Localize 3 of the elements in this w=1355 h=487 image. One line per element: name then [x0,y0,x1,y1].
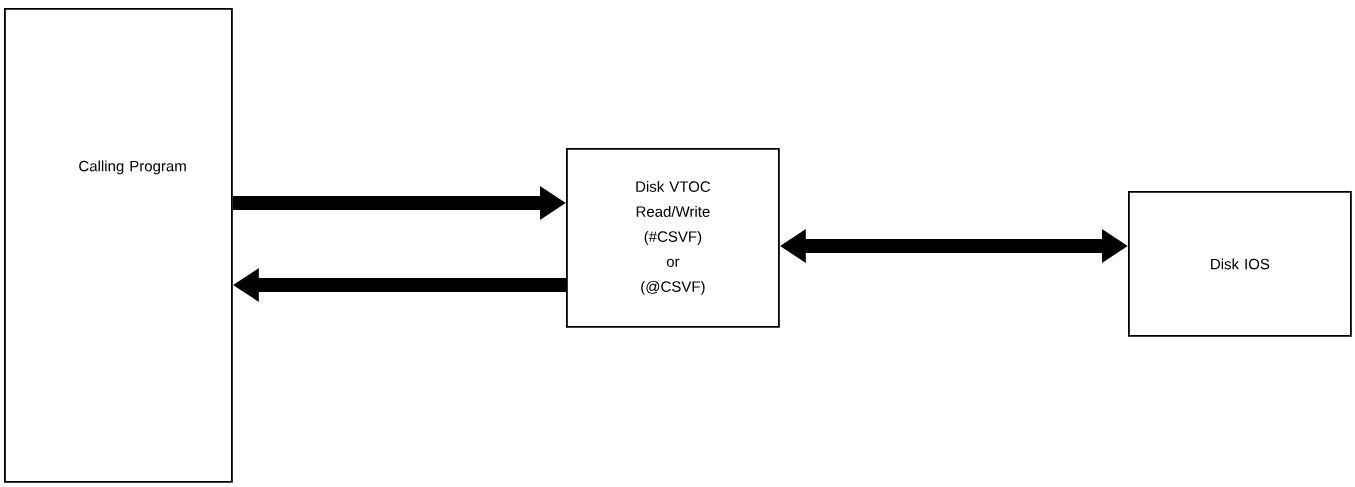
routine-box: Disk VTOC Read/Write (#CSVF) or (@CSVF) [566,148,780,328]
program-box: Calling Program [4,8,233,483]
io-box: Disk IOS [1128,191,1352,337]
